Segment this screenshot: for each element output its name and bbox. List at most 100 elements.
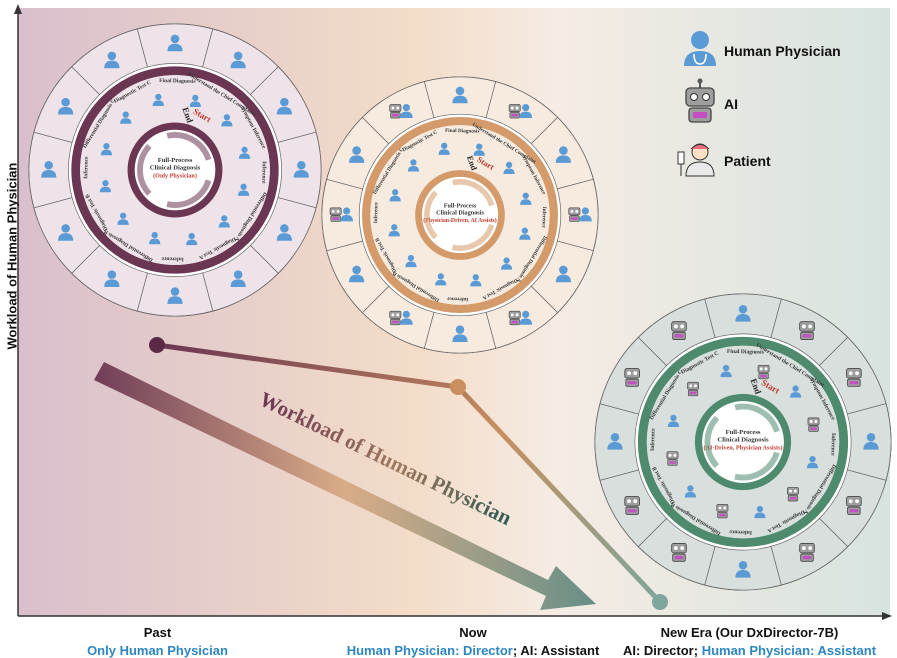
robot-icon	[624, 368, 640, 387]
robot-icon	[799, 321, 815, 340]
wheel-step-label: Inference	[260, 161, 267, 184]
physician-icon	[58, 97, 74, 115]
era-now-subtitle-assistant: ; AI: Assistant	[512, 643, 600, 658]
physician-icon	[503, 161, 515, 175]
wheel-step-label: Inference	[540, 207, 547, 229]
wheel-process-ring	[362, 117, 558, 313]
physician-icon	[237, 183, 250, 196]
physician-icon	[167, 34, 183, 52]
physician-icon	[519, 310, 533, 325]
y-axis-arrowhead	[14, 4, 22, 14]
physician-icon	[438, 142, 450, 155]
physician-icon	[470, 274, 482, 287]
legend-patient-icon	[677, 143, 715, 177]
era-past-subtitle: Only Human Physician	[87, 643, 228, 658]
wheel-center-title-line1: Full-Process	[444, 202, 477, 209]
physician-icon	[293, 160, 309, 178]
physician-icon	[735, 560, 751, 578]
legend-label-ai: AI	[724, 96, 738, 112]
x-axis-arrowhead	[882, 612, 892, 620]
physician-icon	[500, 257, 513, 270]
wheel-step-label: Inference	[650, 428, 657, 451]
wheel-center-title-line2: Clinical Diagnosis	[717, 436, 769, 443]
physician-icon	[407, 159, 420, 172]
physician-icon	[104, 51, 120, 69]
wheel-step-label: Final Diagnosis	[445, 128, 480, 135]
wheel-center-subtitle: (AI-Driven, Physician Assists)	[703, 444, 782, 451]
workload-point-now	[450, 379, 466, 395]
wheel-center-subtitle: (Only Physician)	[153, 172, 197, 179]
physician-icon	[607, 432, 623, 450]
wheel-center-subtitle: (Physician-Driven, AI Assists)	[423, 217, 496, 224]
trend-arrow	[94, 362, 596, 610]
physician-icon	[555, 146, 571, 163]
physician-icon	[555, 265, 571, 283]
robot-icon	[329, 207, 342, 222]
wheel-center-title-line2: Clinical Diagnosis	[150, 164, 201, 171]
physician-icon	[399, 310, 413, 325]
robot-icon	[624, 496, 640, 515]
physician-icon	[230, 51, 246, 69]
robot-icon	[807, 417, 820, 432]
robot-icon	[671, 542, 687, 562]
physician-icon	[519, 104, 533, 119]
physician-icon	[405, 254, 417, 268]
wheel-step-label: Inference	[829, 433, 836, 456]
physician-icon	[790, 385, 802, 398]
physician-icon	[276, 97, 292, 115]
wheel-step-label: Inference	[83, 156, 90, 179]
cycle-arrow	[734, 403, 780, 433]
robot-icon	[757, 364, 770, 380]
wheel-center-title-line2: Clinical Diagnosis	[436, 209, 484, 216]
physician-icon	[435, 273, 447, 286]
robot-icon	[846, 368, 862, 387]
physician-icon	[149, 231, 161, 245]
wheel-segment	[846, 403, 892, 481]
legend-label-patient: Patient	[724, 153, 771, 169]
era-new: New Era (Our DxDirector-7B) AI: Director…	[612, 625, 887, 658]
era-now: Now Human Physician: Director; AI: Assis…	[328, 625, 618, 658]
wheel-segment	[594, 403, 640, 481]
robot-icon	[846, 496, 862, 515]
robot-icon	[799, 542, 815, 562]
physician-icon	[388, 224, 400, 237]
physician-icon	[473, 143, 485, 156]
physician-icon	[238, 146, 251, 159]
robot-icon	[666, 451, 679, 466]
physician-icon	[152, 93, 164, 107]
physician-icon	[100, 143, 113, 156]
cycle-arrow	[424, 190, 438, 240]
physician-icon	[41, 160, 57, 178]
era-new-title: New Era (Our DxDirector-7B)	[660, 625, 839, 640]
robot-icon	[568, 207, 581, 222]
cycle-arrow	[166, 179, 212, 208]
physician-icon	[720, 364, 732, 378]
cycle-arrow	[451, 223, 495, 251]
physician-icon	[99, 180, 112, 193]
robot-icon	[716, 504, 729, 519]
legend-label-physician: Human Physician	[724, 43, 841, 59]
physician-icon	[389, 189, 401, 202]
wheel-segment	[277, 131, 322, 209]
physician-icon	[104, 270, 120, 287]
physician-icon	[167, 287, 183, 304]
physician-icon	[520, 192, 532, 205]
cycle-arrow	[734, 451, 780, 481]
wheel-step-label: Inference	[729, 528, 752, 535]
cycle-arrow	[452, 179, 495, 207]
cycle-arrow	[166, 132, 212, 161]
robot-icon	[687, 381, 700, 397]
physician-icon	[806, 455, 819, 469]
physician-icon	[519, 227, 531, 240]
workload-point-new-era	[652, 594, 668, 610]
physician-icon	[117, 212, 129, 225]
era-past: Past Only Human Physician	[85, 625, 230, 658]
wheel-segment	[28, 131, 73, 209]
wheel-step-label: Final Diagnosis	[727, 349, 765, 356]
wheel-step-label: Inference	[161, 255, 184, 262]
physician-icon	[340, 207, 354, 222]
legend-robot-icon	[685, 78, 715, 123]
era-now-title: Now	[459, 625, 487, 640]
